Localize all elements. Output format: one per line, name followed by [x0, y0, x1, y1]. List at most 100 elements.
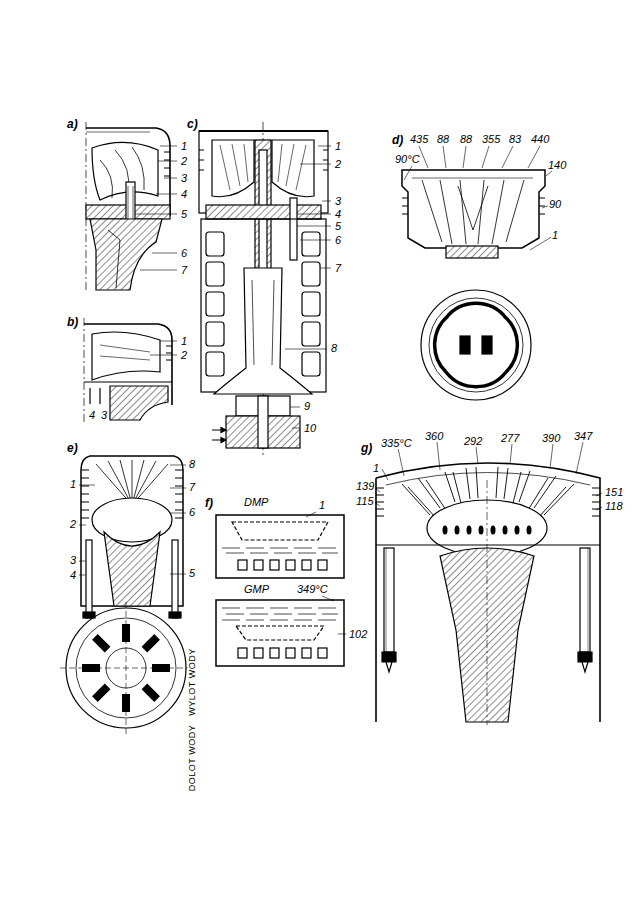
callout-number: 1 [334, 141, 342, 152]
drawing-line [376, 463, 600, 722]
callout-number: 2 [334, 159, 342, 170]
drawing-line [100, 345, 150, 360]
callout-number: 3 [100, 410, 108, 421]
drawing-shape [206, 292, 224, 316]
drawing-shape [238, 648, 247, 658]
piston-section-d [402, 146, 553, 400]
value-label: 90°C [394, 154, 421, 165]
callout-number: 1 [372, 463, 380, 474]
drawing-line [236, 626, 324, 640]
drawing-shape [302, 262, 320, 286]
drawing-line [402, 170, 545, 248]
callout-number: 4 [334, 209, 342, 220]
drawing-shape [142, 684, 160, 702]
value-label: 88 [459, 134, 473, 145]
drawing-line [382, 652, 592, 662]
drawing-line [81, 456, 183, 606]
drawing-shape [455, 526, 460, 535]
drawing-shape [216, 515, 344, 578]
drawing-shape [92, 684, 110, 702]
drawing-line [84, 318, 85, 425]
drawing-shape [254, 648, 263, 658]
piston-section-e [60, 456, 192, 734]
value-label: DMP [243, 497, 269, 508]
drawing-shape [318, 648, 327, 658]
drawing-shape [302, 648, 311, 658]
drawing-shape [270, 560, 279, 570]
drawing-line [90, 388, 100, 404]
value-label: GMP [243, 584, 270, 595]
drawing-line [104, 532, 160, 606]
drawing-line [166, 346, 172, 360]
drawing-shape [318, 560, 327, 570]
drawing-line [386, 548, 588, 652]
drawing-line [108, 230, 120, 288]
drawing-shape [515, 526, 520, 535]
piston-section-g [374, 442, 602, 725]
value-label: 88 [436, 134, 450, 145]
drawing-shape [92, 634, 110, 652]
drawing-shape [302, 232, 320, 256]
value-label: 292 [463, 436, 483, 447]
callout-number: 8 [188, 459, 196, 470]
drawing-line [398, 442, 583, 476]
value-label: 347 [573, 431, 593, 442]
panel-letter: c) [186, 118, 199, 130]
drawing-line [386, 473, 590, 486]
callout-number: 3 [180, 173, 188, 184]
value-label: 139 [355, 481, 375, 492]
drawing-line [306, 512, 316, 517]
drawing-shape [467, 526, 472, 535]
value-label: 390 [541, 433, 561, 444]
drawing-shape [172, 540, 178, 618]
value-label: 435 [409, 134, 429, 145]
callout-number: 7 [334, 263, 342, 274]
panel-letter: g) [360, 442, 373, 454]
drawing-shape [238, 560, 247, 570]
drawing-line [84, 381, 172, 382]
drawing-shape [421, 290, 531, 400]
drawing-shape [286, 648, 295, 658]
value-label: 115 [355, 496, 375, 507]
flow-label: DOLOT WODY [188, 724, 197, 792]
value-label: 349°C [296, 584, 329, 595]
callout-number: 2 [180, 350, 188, 361]
drawing-shape [429, 298, 523, 392]
drawing-shape [206, 205, 321, 219]
drawing-line [79, 465, 186, 575]
callout-number: 1 [180, 336, 188, 347]
drawing-shape [258, 396, 268, 448]
panel-letter: d) [391, 134, 404, 146]
drawing-shape [302, 352, 320, 376]
value-label: 355 [481, 134, 501, 145]
drawing-line [221, 428, 226, 443]
drawing-shape [503, 526, 508, 535]
callout-number: 7 [188, 482, 196, 493]
piston-section-a [86, 122, 177, 292]
drawing-shape [286, 560, 295, 570]
drawing-line [92, 332, 160, 380]
drawing-line [322, 596, 346, 634]
callout-number: 6 [188, 507, 196, 518]
piston-section-f [216, 512, 346, 666]
callout-number: 6 [180, 248, 188, 259]
callout-number: 1 [551, 230, 559, 241]
drawing-shape [302, 322, 320, 346]
drawing-line [128, 186, 133, 224]
drawing-line [222, 608, 338, 620]
drawing-shape [270, 648, 279, 658]
panel-letter: b) [66, 316, 79, 328]
callout-number: 4 [180, 189, 188, 200]
drawing-line [374, 469, 602, 510]
drawing-line [214, 268, 312, 394]
drawing-shape [206, 322, 224, 346]
callout-number: 7 [180, 265, 188, 276]
value-label: 83 [508, 134, 522, 145]
drawing-shape [580, 548, 590, 652]
drawing-line [376, 544, 600, 545]
drawing-shape [254, 560, 263, 570]
value-label: 335°C [380, 438, 413, 449]
callout-number: 3 [69, 555, 77, 566]
drawing-line [412, 178, 533, 179]
panel-letter: f) [204, 497, 214, 509]
